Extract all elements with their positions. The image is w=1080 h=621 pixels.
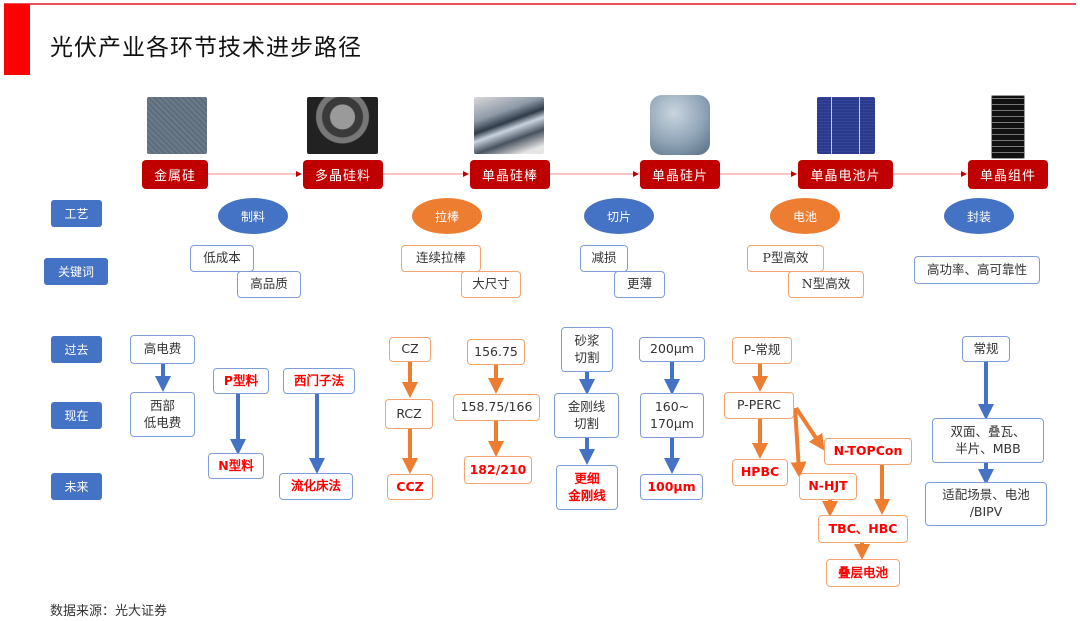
path-thickness-100: 100μm <box>640 474 703 500</box>
data-source: 数据来源：光大证券 <box>50 604 168 619</box>
path-ingot-cz: CZ <box>389 337 431 362</box>
path-cell-tbc-hbc: TBC、HBC <box>818 515 908 543</box>
metal-silicon-image <box>147 97 207 154</box>
row-label-process: 工艺 <box>51 200 102 227</box>
path-ingot-rcz: RCZ <box>385 399 433 429</box>
row-label-past: 过去 <box>51 336 102 363</box>
path-cutting-diamond: 金刚线 切割 <box>554 393 619 438</box>
mono-ingot-image <box>474 97 544 154</box>
path-cutting-finer-diamond: 更细 金刚线 <box>556 465 618 510</box>
path-size-158-166: 158.75/166 <box>453 394 540 421</box>
path-thickness-200: 200μm <box>639 337 705 362</box>
path-siemens-process: 西门子法 <box>283 368 355 394</box>
path-cell-n-hjt: N-HJT <box>799 473 857 500</box>
path-cell-tandem: 叠层电池 <box>826 559 900 587</box>
path-size-156: 156.75 <box>467 339 525 365</box>
path-thickness-160-170: 160~ 170μm <box>640 393 704 438</box>
mono-module-image <box>991 95 1025 159</box>
path-electricity-present: 西部 低电费 <box>130 392 195 437</box>
path-cell-p-conventional: P-常规 <box>732 337 792 364</box>
keyword-low-cost: 低成本 <box>190 245 254 272</box>
process-material: 制料 <box>218 198 288 234</box>
path-cell-p-perc: P-PERC <box>724 392 794 419</box>
stage-mono-module: 单晶组件 <box>968 160 1048 189</box>
keyword-high-quality: 高品质 <box>237 271 301 298</box>
keyword-continuous-pulling: 连续拉棒 <box>401 245 481 272</box>
path-cutting-slurry: 砂浆 切割 <box>561 327 613 372</box>
path-electricity-past: 高电费 <box>130 335 195 364</box>
arrow-cell-topcon <box>794 406 825 451</box>
path-material-n-type: N型料 <box>208 453 264 479</box>
process-wafer: 切片 <box>584 198 654 234</box>
stage-mono-ingot: 单晶硅棒 <box>470 160 550 189</box>
process-cell: 电池 <box>770 198 840 234</box>
stage-mono-cell: 单晶电池片 <box>798 160 893 189</box>
keyword-p-type-efficient: P型高效 <box>747 245 824 272</box>
path-material-p-type: P型料 <box>213 368 269 394</box>
keyword-loss-reduction: 减损 <box>580 245 628 272</box>
stage-polysilicon: 多晶硅料 <box>303 160 383 189</box>
stage-metal-silicon: 金属硅 <box>142 160 208 189</box>
row-label-future: 未来 <box>51 473 102 500</box>
path-size-182-210: 182/210 <box>464 456 532 484</box>
keyword-high-power-reliability: 高功率、高可靠性 <box>914 256 1040 284</box>
polysilicon-image <box>307 97 378 154</box>
stage-mono-wafer: 单晶硅片 <box>640 160 720 189</box>
keyword-n-type-efficient: N型高效 <box>788 271 864 298</box>
process-module: 封装 <box>944 198 1014 234</box>
mono-cell-image <box>817 97 875 154</box>
process-ingot: 拉棒 <box>412 198 482 234</box>
path-module-bipv: 适配场景、电池 /BIPV <box>925 482 1047 526</box>
arrow-cell-hjt <box>790 407 807 478</box>
path-cell-n-topcon: N-TOPCon <box>824 438 912 465</box>
mono-wafer-image <box>650 95 710 155</box>
keyword-thinner: 更薄 <box>614 271 665 298</box>
path-ingot-ccz: CCZ <box>387 474 433 500</box>
path-module-bifacial-shingled: 双面、叠瓦、 半片、MBB <box>932 418 1044 463</box>
page-title: 光伏产业各环节技术进步路径 <box>50 35 362 61</box>
row-label-present: 现在 <box>51 402 102 429</box>
keyword-large-size: 大尺寸 <box>461 271 521 298</box>
path-cell-hpbc: HPBC <box>732 459 788 486</box>
path-fluidized-bed: 流化床法 <box>279 473 353 500</box>
row-label-keywords: 关键词 <box>44 258 108 285</box>
header-accent-bar <box>4 4 30 75</box>
path-module-conventional: 常规 <box>962 336 1010 362</box>
header-top-line <box>4 3 1076 5</box>
